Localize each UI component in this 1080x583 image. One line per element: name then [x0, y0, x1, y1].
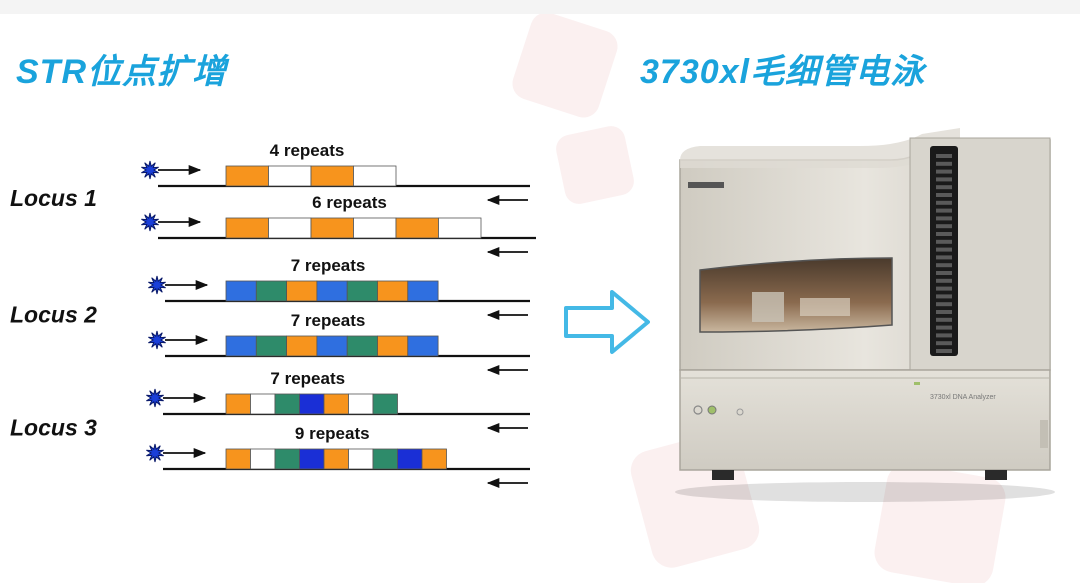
instrument-window [699, 257, 893, 333]
repeat-unit [346, 280, 378, 302]
repeat-unit [286, 280, 318, 302]
repeat-unit [348, 448, 374, 470]
repeat-unit [225, 448, 251, 470]
repeat-count-label: 4 repeats [270, 141, 345, 160]
repeat-unit [372, 448, 398, 470]
repeat-unit [316, 335, 348, 357]
allele-row: 7 repeats [148, 311, 530, 376]
allele-row: 7 repeats [148, 256, 530, 321]
repeat-unit [274, 393, 300, 415]
repeat-unit [346, 335, 378, 357]
repeat-unit [225, 217, 269, 239]
repeat-unit [438, 217, 482, 239]
repeat-unit [323, 448, 349, 470]
repeat-unit [407, 335, 439, 357]
repeat-unit [310, 217, 354, 239]
locus-label: Locus 2 [10, 302, 97, 328]
repeat-unit [310, 165, 354, 187]
allele-row: 4 repeats [141, 141, 530, 206]
repeat-count-label: 7 repeats [291, 256, 366, 275]
dna-analyzer-instrument: 3730xl DNA Analyzer [675, 128, 1055, 502]
repeat-unit [299, 393, 325, 415]
locus-label: Locus 1 [10, 185, 97, 211]
repeat-unit [407, 280, 439, 302]
fluorescent-star-icon [146, 388, 164, 408]
repeat-unit [268, 165, 312, 187]
repeat-unit [348, 393, 374, 415]
repeat-unit [323, 393, 349, 415]
repeat-unit [377, 335, 409, 357]
repeat-count-label: 7 repeats [291, 311, 366, 330]
repeat-unit [353, 217, 397, 239]
repeat-unit [255, 280, 287, 302]
right-arrow-icon [564, 290, 650, 354]
repeat-unit [397, 448, 423, 470]
fluorescent-star-icon [141, 160, 159, 180]
repeat-unit [372, 393, 398, 415]
repeat-unit [299, 448, 325, 470]
repeat-unit [421, 448, 447, 470]
fluorescent-star-icon [148, 275, 166, 295]
repeat-unit [268, 217, 312, 239]
repeat-unit [225, 165, 269, 187]
repeat-unit [255, 335, 287, 357]
repeat-unit [225, 280, 257, 302]
str-amplification-title: STR位点扩增 [16, 53, 227, 91]
repeat-count-label: 6 repeats [312, 193, 387, 212]
repeat-unit [286, 335, 318, 357]
repeat-count-label: 7 repeats [270, 369, 345, 388]
applied-biosystems-logo-icon [688, 182, 724, 188]
instrument-model-text: 3730xl DNA Analyzer [930, 394, 996, 401]
repeat-unit [274, 448, 300, 470]
repeat-unit [250, 393, 276, 415]
repeat-count-label: 9 repeats [295, 424, 370, 443]
repeat-unit [225, 393, 251, 415]
capillary-electrophoresis-title: 3730xl毛细管电泳 [640, 53, 925, 91]
repeat-unit [377, 280, 409, 302]
allele-row: 7 repeats [146, 369, 530, 434]
fluorescent-star-icon [146, 443, 164, 463]
allele-row: 6 repeats [141, 193, 536, 258]
repeat-unit [225, 335, 257, 357]
allele-row: 9 repeats [146, 424, 530, 489]
locus-label: Locus 3 [10, 415, 97, 441]
fluorescent-star-icon [141, 212, 159, 232]
repeat-unit [395, 217, 439, 239]
repeat-unit [316, 280, 348, 302]
repeat-unit [250, 448, 276, 470]
repeat-unit [353, 165, 397, 187]
fluorescent-star-icon [148, 330, 166, 350]
